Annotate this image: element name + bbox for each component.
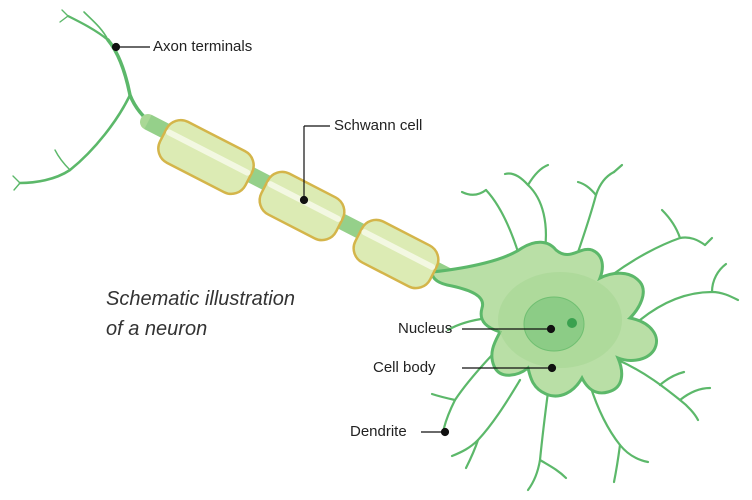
axon-terminals bbox=[13, 10, 160, 190]
label-cell-body: Cell body bbox=[373, 359, 436, 376]
label-dendrite: Dendrite bbox=[350, 423, 407, 440]
diagram-caption-line-2: of a neuron bbox=[106, 314, 207, 344]
label-axon-terminals: Axon terminals bbox=[153, 38, 252, 55]
diagram-caption-line-1: Schematic illustration bbox=[106, 284, 295, 314]
label-nucleus: Nucleus bbox=[398, 320, 452, 337]
leader-lines bbox=[113, 44, 556, 436]
nucleolus bbox=[567, 318, 577, 328]
label-schwann-cell: Schwann cell bbox=[334, 117, 422, 134]
schwann-cells bbox=[153, 115, 444, 294]
